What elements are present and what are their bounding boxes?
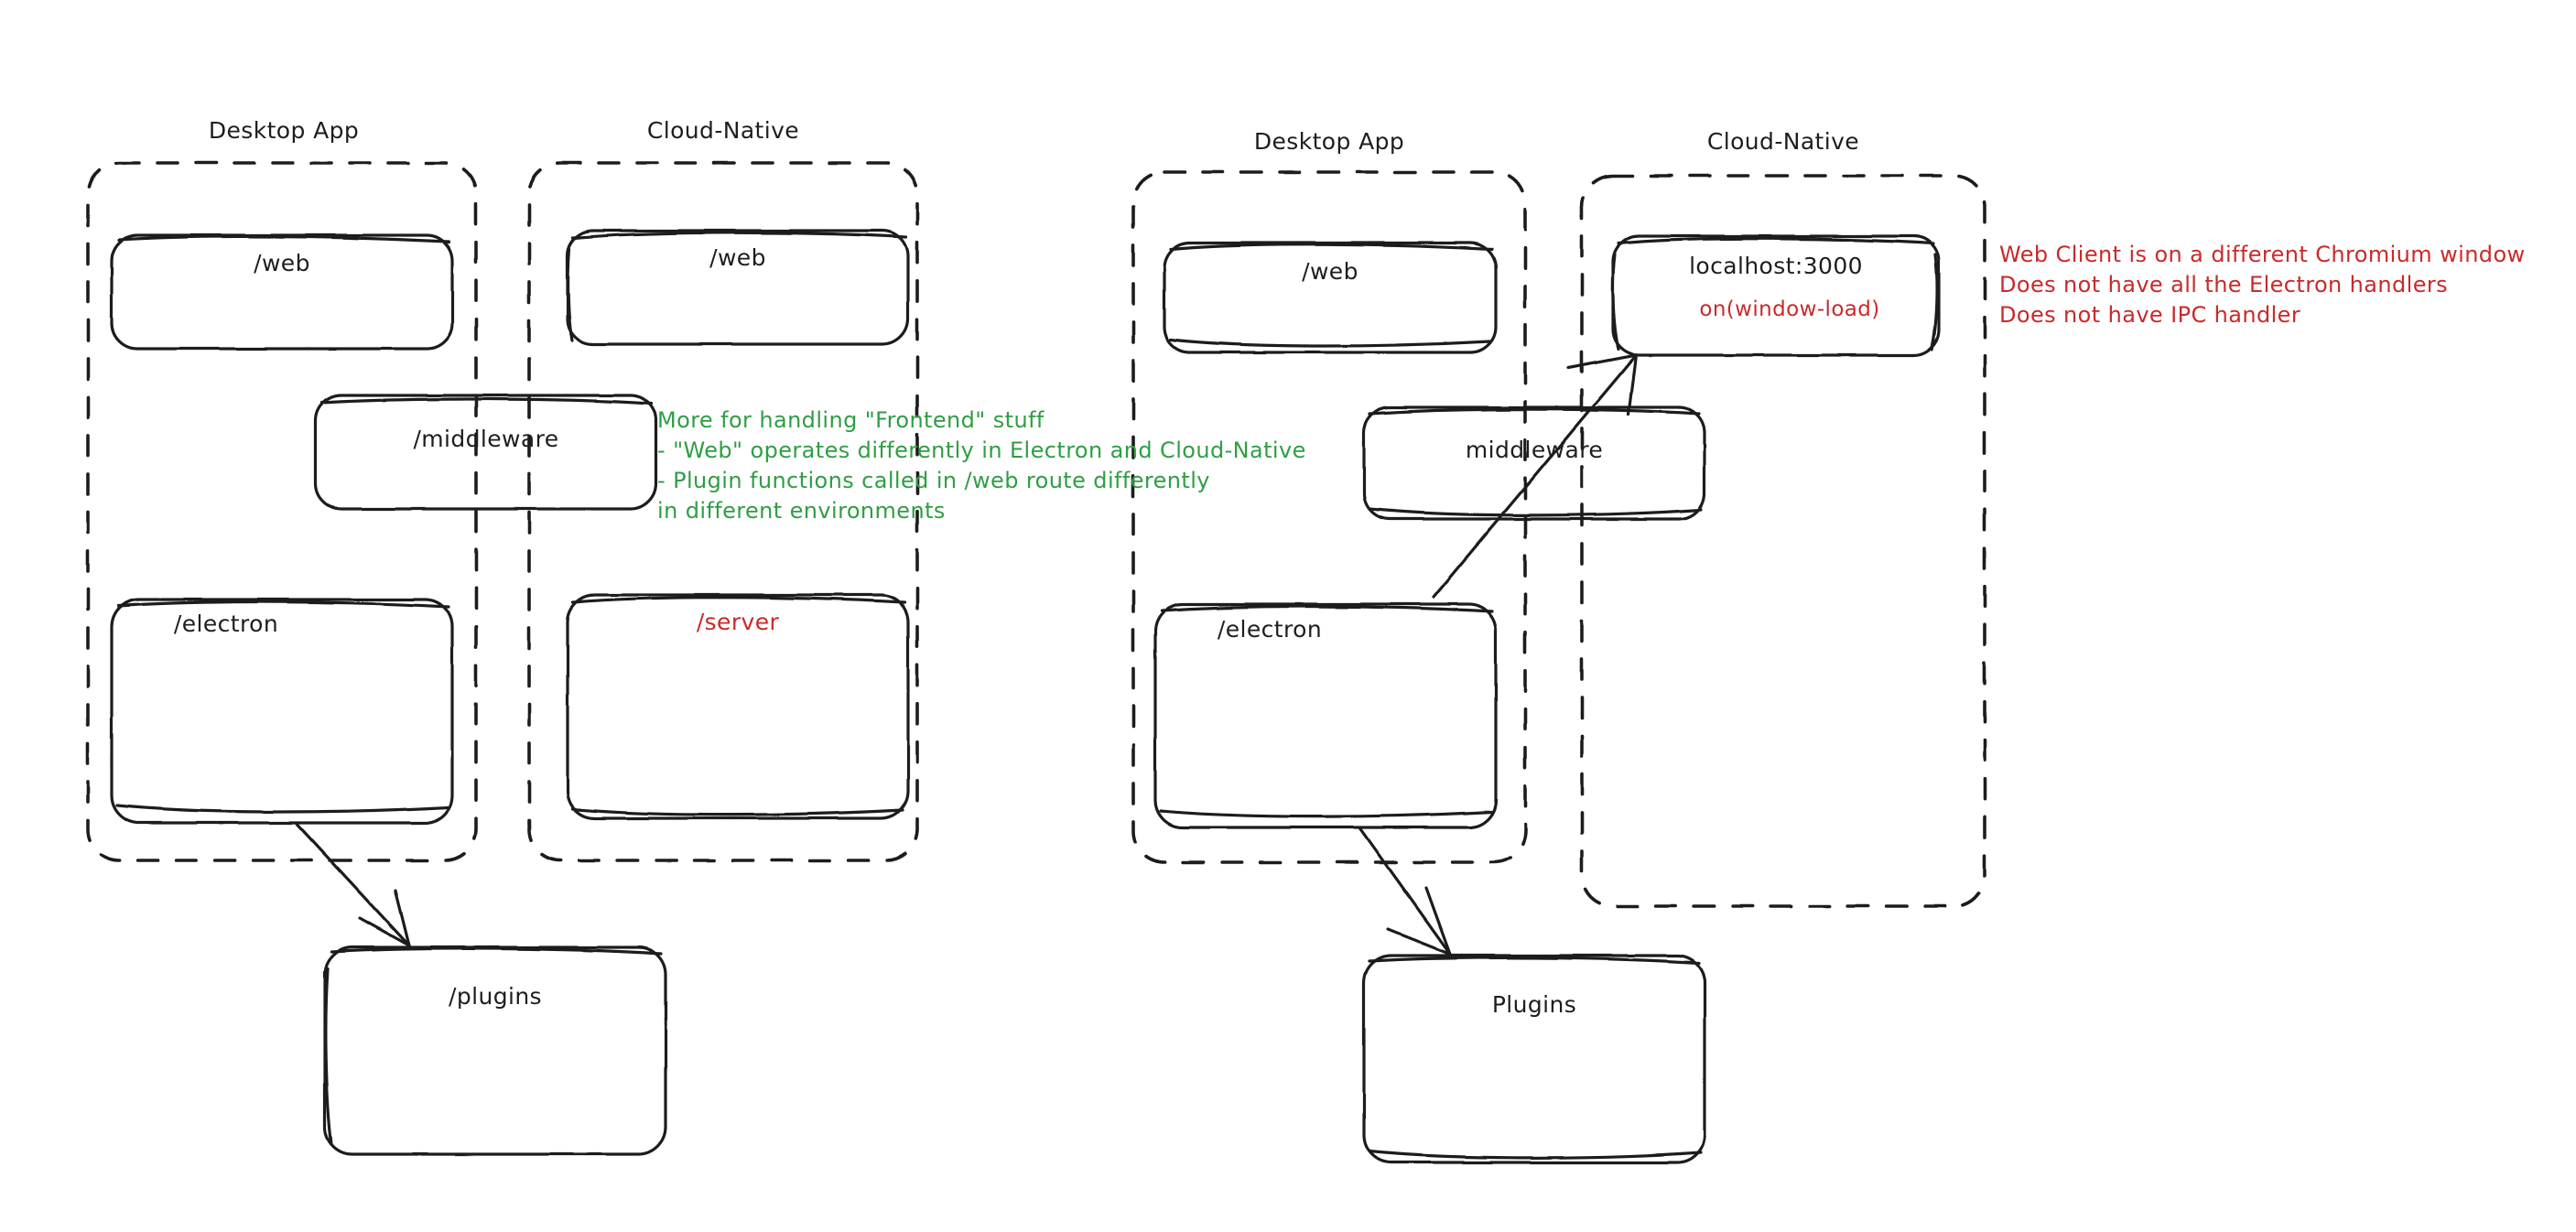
node-left-middleware[interactable] xyxy=(316,395,656,509)
node-right-electron[interactable] xyxy=(1155,604,1496,827)
node-right-middleware[interactable] xyxy=(1364,407,1705,519)
node-label-right-localhost: localhost:3000 xyxy=(1689,253,1863,279)
arrow-right-electron-to-plugins xyxy=(1358,827,1452,956)
node-sublabel-right-localhost: on(window-load) xyxy=(1699,297,1880,321)
node-left-desktop-web[interactable] xyxy=(112,235,452,349)
annotation-red-note: Web Client is on a different Chromium wi… xyxy=(1999,242,2526,328)
node-label-right-desktop-web: /web xyxy=(1302,258,1358,285)
node-left-cloud-web[interactable] xyxy=(568,231,908,344)
group-title-right-cloud-native: Cloud-Native xyxy=(1706,128,1860,155)
node-label-right-plugins: Plugins xyxy=(1491,991,1577,1018)
node-label-left-middleware: /middleware xyxy=(413,426,559,452)
node-label-right-electron: /electron xyxy=(1217,616,1323,643)
node-right-localhost[interactable] xyxy=(1613,236,1939,355)
node-label-left-electron: /electron xyxy=(173,611,279,637)
node-label-left-desktop-web: /web xyxy=(254,250,310,276)
node-label-left-cloud-web: /web xyxy=(709,244,766,271)
arrow-left-electron-to-plugins xyxy=(295,822,411,947)
node-left-server[interactable] xyxy=(568,595,908,818)
group-title-left-desktop-app: Desktop App xyxy=(208,117,360,144)
annotation-green-note: More for handling "Frontend" stuff - "We… xyxy=(657,407,1306,524)
node-left-plugins[interactable] xyxy=(325,947,666,1154)
group-title-right-desktop-app: Desktop App xyxy=(1253,128,1405,155)
group-title-left-cloud-native: Cloud-Native xyxy=(646,117,800,144)
node-right-plugins[interactable] xyxy=(1364,956,1705,1162)
node-left-electron[interactable] xyxy=(112,600,452,823)
node-label-left-plugins: /plugins xyxy=(449,983,542,1010)
node-label-left-server: /server xyxy=(696,609,780,635)
node-right-desktop-web[interactable] xyxy=(1164,243,1496,352)
node-label-right-middleware: middleware xyxy=(1465,437,1604,463)
